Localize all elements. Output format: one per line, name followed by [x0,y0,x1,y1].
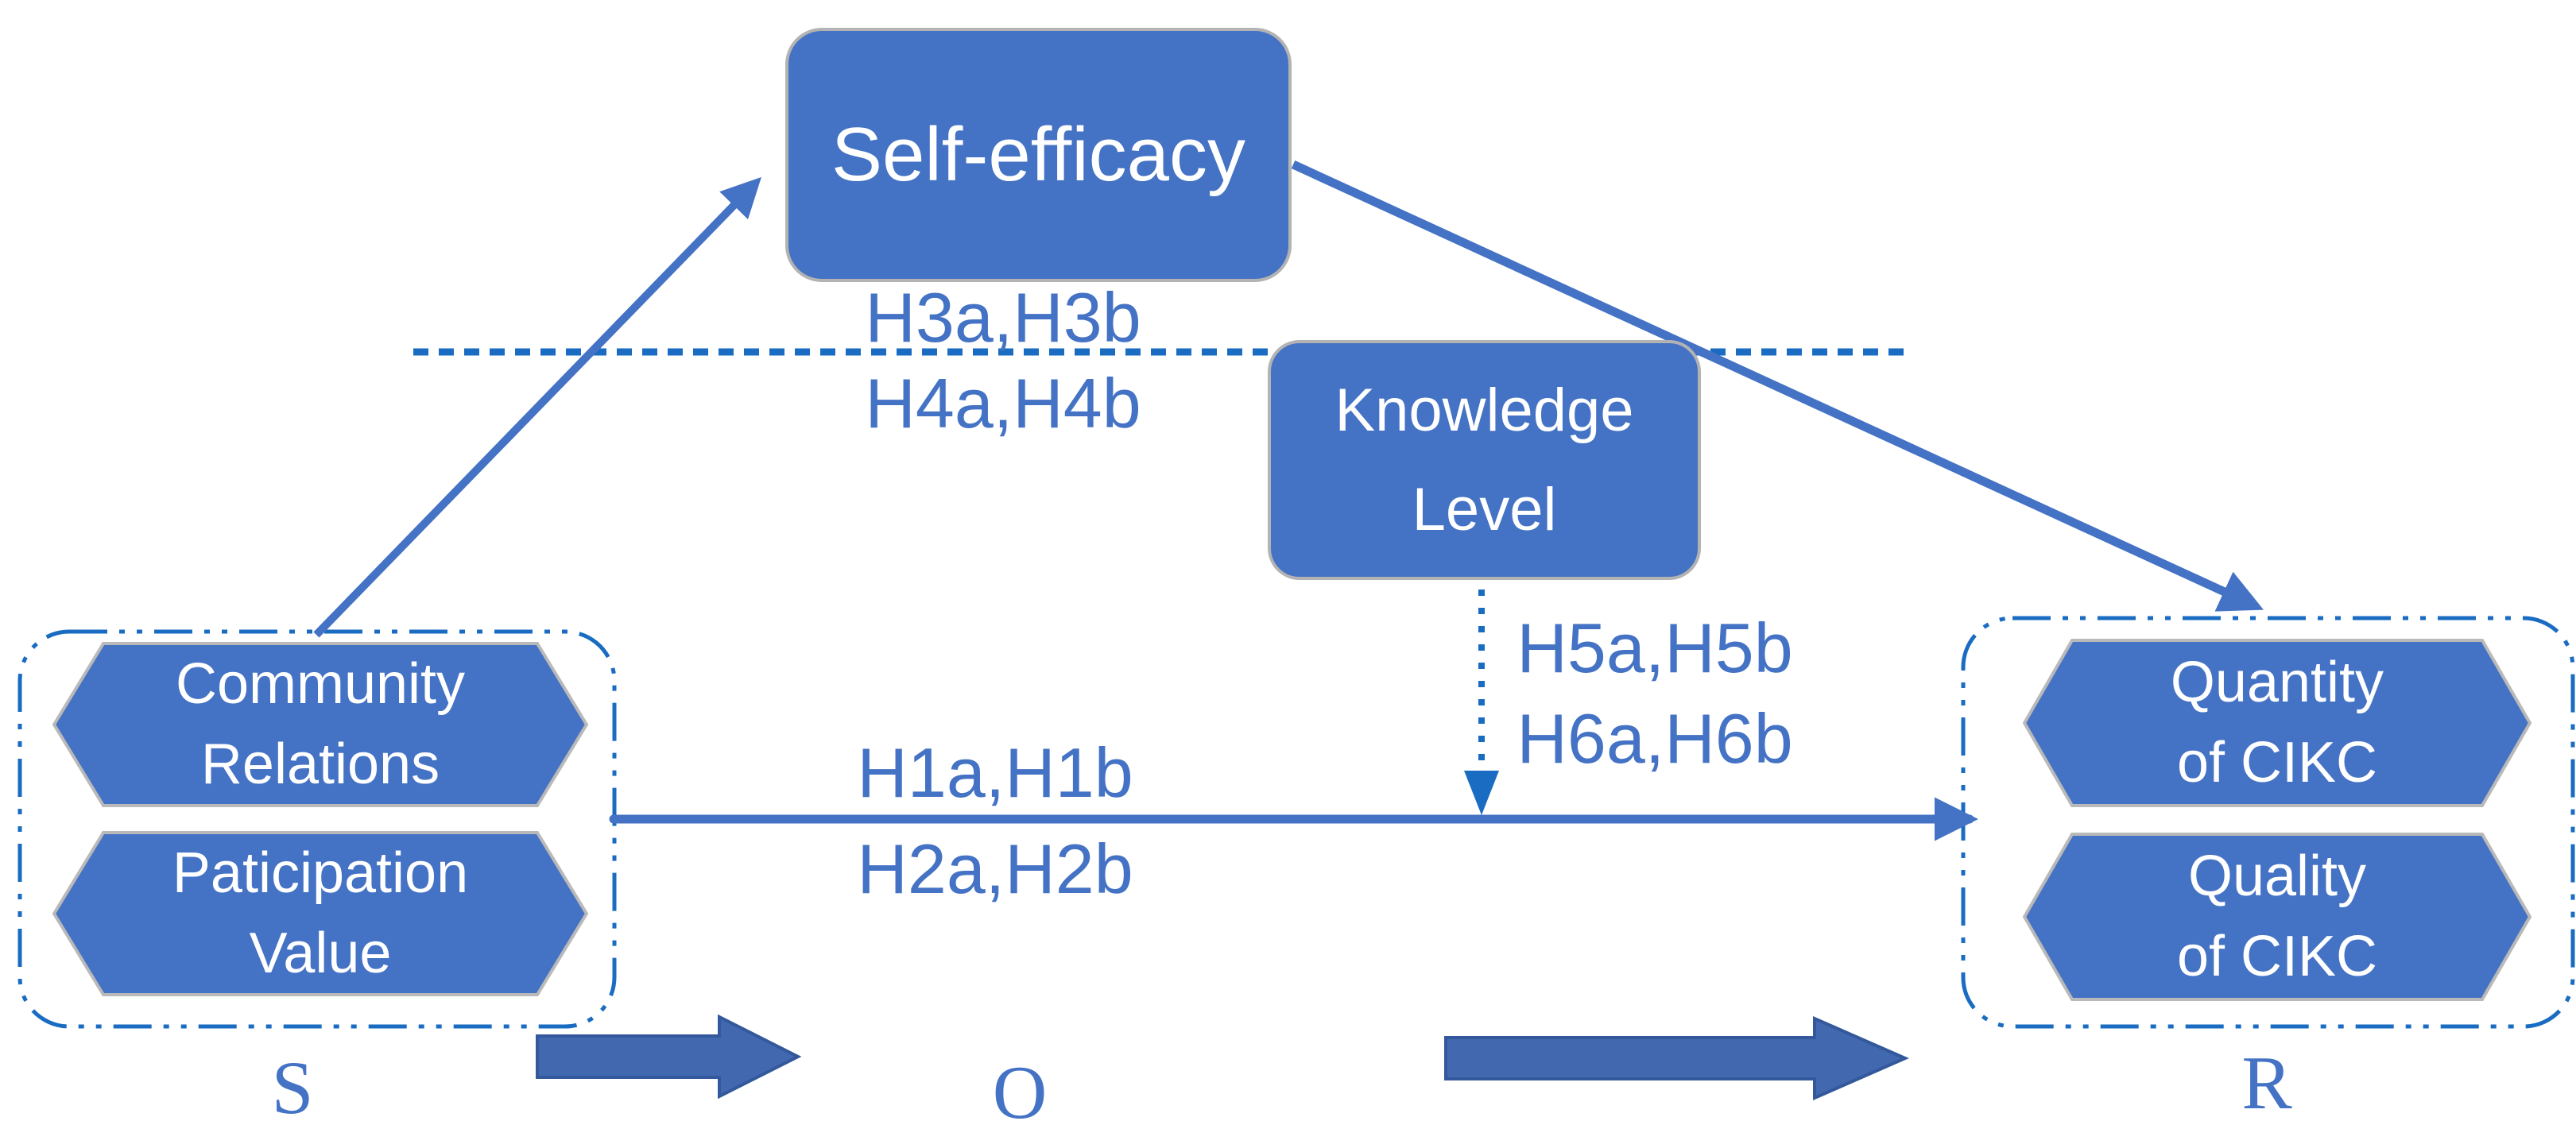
hexagon-shape [2023,639,2531,807]
node-self-efficacy: Self-efficacy [785,28,1292,282]
node-knowledge-level-line1: Knowledge [1334,376,1634,444]
hypothesis-label-h2: H2a,H2b [857,829,1133,908]
node-quality-of-cikc-line2: of CIKC [2176,925,2378,988]
hypothesis-label-h5: H5a,H5b [1517,609,1793,687]
arrow-selfefficacy-to-response [1291,160,2264,612]
hexagon-shape [2023,833,2531,1001]
node-quantity-of-cikc-line2: of CIKC [2176,731,2378,794]
node-community-relations-line1: Community [175,652,466,717]
sor-letter-s: S [271,1046,314,1121]
block-arrow-s-to-o [536,1014,802,1100]
node-quantity-of-cikc-line1: Quantity [2170,651,2384,715]
sor-letter-r: R [2241,1041,2292,1121]
node-community-relations: Community Relations [52,640,588,809]
hypothesis-label-h1: H1a,H1b [857,733,1133,812]
hypothesis-label-h6: H6a,H6b [1517,699,1793,778]
hypothesis-label-h3: H3a,H3b [865,278,1141,357]
node-quality-of-cikc-line1: Quality [2187,845,2367,909]
hexagon-shape [52,642,588,807]
node-paticipation-value-line1: Paticipation [172,841,469,906]
node-knowledge-level: Knowledge Level [1268,340,1701,580]
node-paticipation-value: Paticipation Value [52,829,588,998]
node-paticipation-value-line2: Value [249,922,392,985]
node-community-relations-line2: Relations [200,733,440,796]
node-quality-of-cikc: Quality of CIKC [2023,831,2531,1003]
block-arrow-o-to-r [1444,1015,1909,1101]
stimulus-group-border [17,629,617,1029]
node-quantity-of-cikc: Quantity of CIKC [2023,637,2531,809]
arrow-stimulus-to-selfefficacy [313,176,761,638]
sor-letter-o: O [992,1050,1048,1121]
moderation-arrowhead-icon [1464,771,1499,815]
hypothesis-label-h4: H4a,H4b [865,364,1141,443]
hexagon-shape [52,831,588,996]
node-knowledge-level-line2: Level [1412,476,1557,543]
node-self-efficacy-label: Self-efficacy [831,112,1246,197]
